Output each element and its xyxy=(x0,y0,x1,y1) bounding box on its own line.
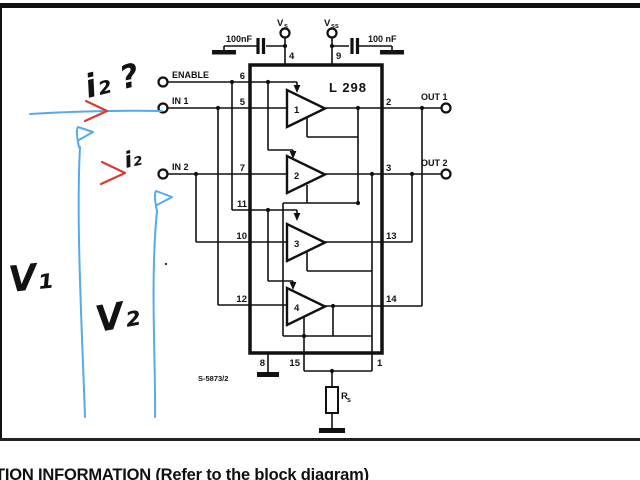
enable-arrow-icon xyxy=(293,85,301,93)
pin-3: 3 xyxy=(386,163,391,174)
annotation-i2-question: i₂ ? xyxy=(81,56,143,106)
frame-left-border xyxy=(0,3,2,440)
in2-label: IN 2 xyxy=(172,162,189,172)
enable-arrow-icon xyxy=(289,282,297,290)
junction-dot xyxy=(215,105,221,111)
amplifier-1-triangle xyxy=(285,88,328,129)
sense-resistor xyxy=(325,386,339,414)
junction-dot xyxy=(229,79,235,85)
annotation-red-arrow-1 xyxy=(83,99,109,123)
vss-label-sub: ss xyxy=(331,23,339,30)
junction-dot xyxy=(265,207,271,213)
frame-top-border xyxy=(0,3,640,8)
annotation-i2: i₂ xyxy=(122,146,144,174)
in1-label: IN 1 xyxy=(172,96,189,106)
junction-dot xyxy=(355,105,361,111)
amplifier-3-number: 3 xyxy=(294,239,299,250)
chip-outline xyxy=(248,63,384,355)
enable-arrow-icon xyxy=(289,151,297,159)
capacitor-right-value: 100 nF xyxy=(368,34,397,44)
junction-dot xyxy=(329,368,335,374)
junction-dot xyxy=(265,79,271,85)
pin-11: 11 xyxy=(237,199,248,210)
amplifier-4-number: 4 xyxy=(294,303,300,314)
annotation-blue-underline xyxy=(29,109,163,115)
junction-dot xyxy=(409,171,415,177)
pin-14: 14 xyxy=(386,294,397,305)
junction-dot xyxy=(330,303,336,309)
junction-dot xyxy=(355,200,361,206)
amplifier-2-number: 2 xyxy=(294,171,299,182)
chip-label: L 298 xyxy=(329,80,367,95)
enable-terminal xyxy=(157,76,169,88)
vs-terminal xyxy=(279,27,291,39)
pin-12: 12 xyxy=(236,294,247,305)
vss-label: V xyxy=(324,18,331,29)
vs-label: V xyxy=(277,18,284,29)
figure-number: S-5873/2 xyxy=(198,374,228,383)
enable-arrow-stem xyxy=(292,82,298,282)
ground-symbol xyxy=(319,428,345,433)
ground-symbol xyxy=(257,372,279,377)
amplifier-4-triangle xyxy=(285,286,328,327)
annotation-blue-flag-line-2 xyxy=(152,190,173,418)
wire xyxy=(167,37,442,428)
pin-6: 6 xyxy=(240,71,245,82)
pin-7: 7 xyxy=(240,163,245,174)
vs-label-sub: s xyxy=(284,23,288,30)
junction-dot xyxy=(301,333,307,339)
out1-terminal xyxy=(440,102,452,114)
ground-symbol xyxy=(212,50,236,55)
stray-dot xyxy=(164,262,168,266)
in2-terminal xyxy=(157,168,169,180)
enable-arrow-icon xyxy=(293,213,301,221)
pin-2: 2 xyxy=(386,97,391,108)
junction-dot xyxy=(282,43,288,49)
capacitor-left-value: 100nF xyxy=(226,34,253,44)
pin-5: 5 xyxy=(240,97,246,108)
pin-13: 13 xyxy=(386,231,397,242)
resistor-label: R xyxy=(341,391,348,402)
junction-dot xyxy=(193,171,199,177)
junction-dot xyxy=(329,43,335,49)
pin-10: 10 xyxy=(236,231,247,242)
out1-label: OUT 1 xyxy=(421,92,448,102)
amplifier-3-triangle xyxy=(285,222,328,263)
annotation-blue-flag-line-1 xyxy=(75,126,94,418)
junction-dot xyxy=(369,171,375,177)
out2-terminal xyxy=(440,168,452,180)
pin-4: 4 xyxy=(289,51,295,62)
amplifier-1-number: 1 xyxy=(294,105,300,116)
annotation-v2: V₂ xyxy=(92,293,142,341)
enable-label: ENABLE xyxy=(172,70,209,80)
vss-terminal xyxy=(326,27,338,39)
frame-bottom-border xyxy=(0,438,640,441)
junction-dot xyxy=(419,105,425,111)
pin-15: 15 xyxy=(289,358,300,369)
pin-8: 8 xyxy=(260,358,265,369)
resistor-label-sub: s xyxy=(347,397,351,404)
annotation-v1: V₁ xyxy=(7,256,55,301)
annotation-red-arrow-2 xyxy=(99,160,127,186)
pin-9: 9 xyxy=(336,51,341,62)
amplifier-2-triangle xyxy=(285,154,328,195)
pin-1: 1 xyxy=(377,358,383,369)
section-caption: TION INFORMATION (Refer to the block dia… xyxy=(0,466,369,480)
ground-symbol xyxy=(380,50,404,55)
capacitor-plates xyxy=(256,38,360,54)
out2-label: OUT 2 xyxy=(421,158,448,168)
